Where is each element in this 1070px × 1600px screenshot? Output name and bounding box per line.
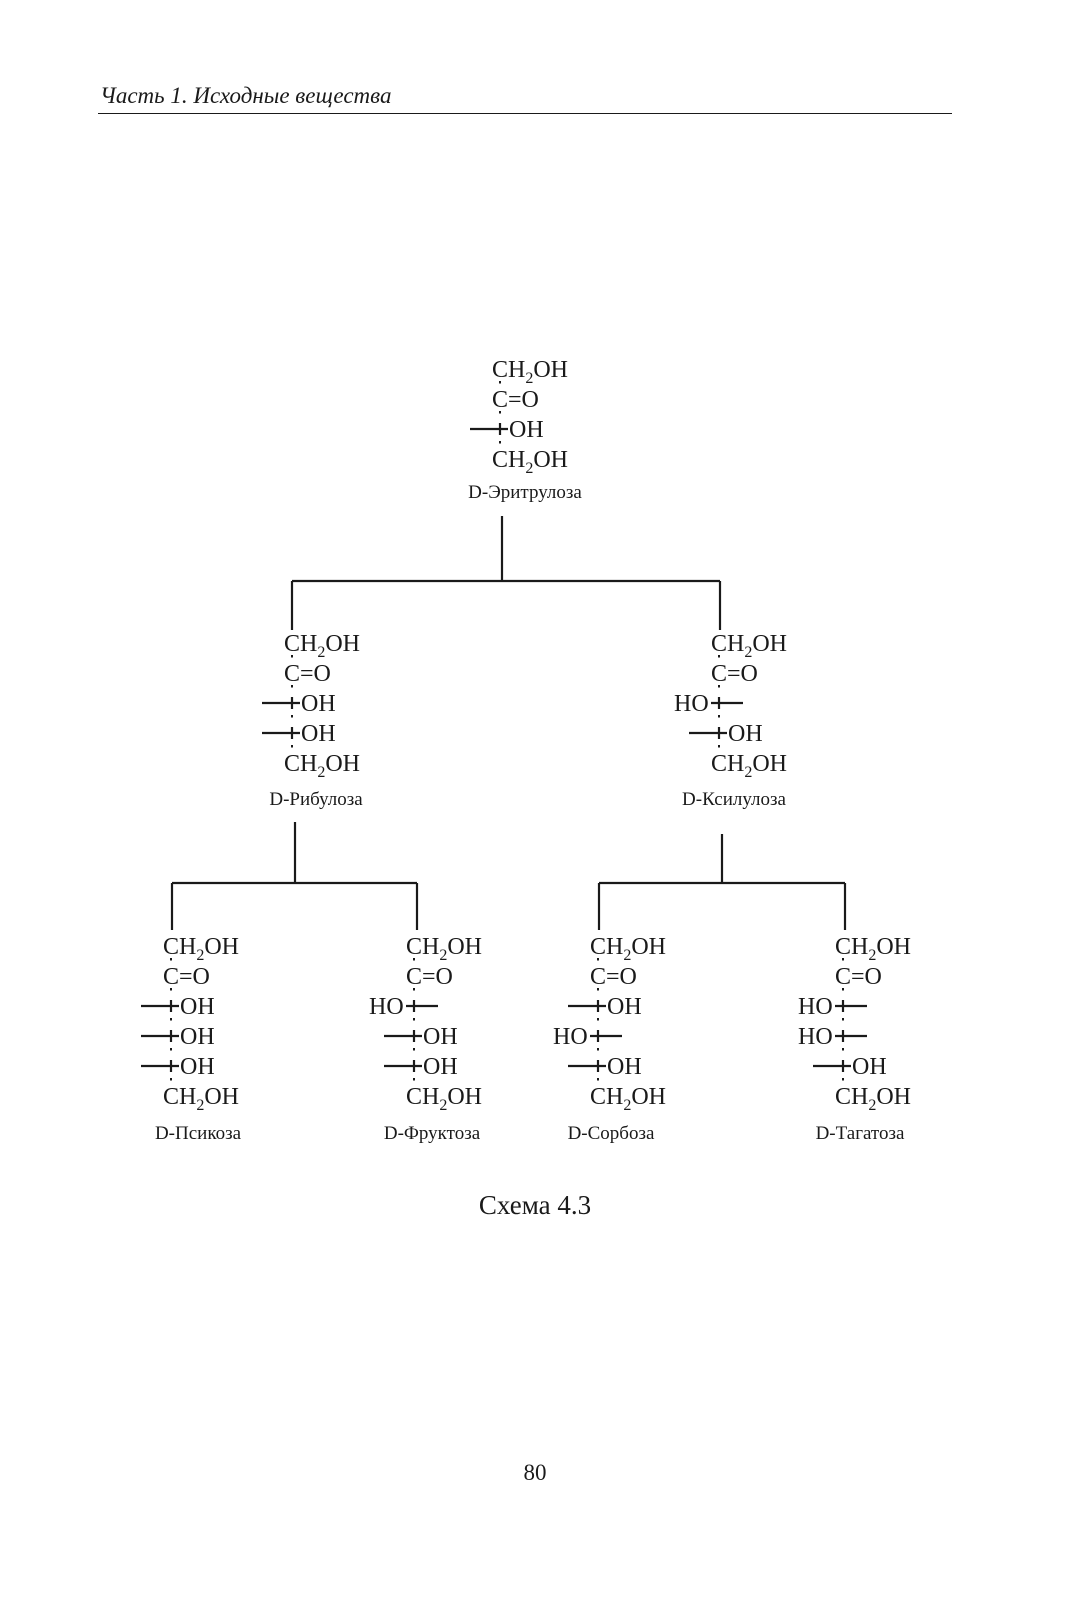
compound-name: D-Сорбоза <box>568 1123 655 1144</box>
hydroxyl-left: HO <box>798 1024 833 1050</box>
running-header: Часть 1. Исходные вещества <box>100 83 392 108</box>
molecules: CH2OHC=OOHCH2OHD-ЭритрулозаCH2OHC=OOHOHC… <box>141 357 911 1144</box>
stereocenter: OH <box>568 994 642 1020</box>
stereocenter: OH <box>262 691 336 717</box>
stereocenter: HO <box>553 1024 622 1050</box>
top-ch2oh: CH2OH <box>835 934 911 964</box>
stereocenter: OH <box>141 1054 215 1080</box>
carbonyl-group: C=O <box>835 964 882 990</box>
bottom-ch2oh: CH2OH <box>284 751 360 781</box>
header-rule <box>98 113 952 114</box>
tree-branch <box>170 822 419 930</box>
stereocenter: OH <box>262 721 336 747</box>
top-ch2oh: CH2OH <box>711 631 787 661</box>
stereocenter: OH <box>470 417 544 443</box>
hydroxyl-right: OH <box>180 1054 215 1080</box>
carbonyl-group: C=O <box>711 661 758 687</box>
carbonyl-group: C=O <box>284 661 331 687</box>
stereocenter: HO <box>798 1024 867 1050</box>
bottom-ch2oh: CH2OH <box>492 447 568 477</box>
compound-name: D-Ксилулоза <box>682 789 786 810</box>
top-ch2oh: CH2OH <box>590 934 666 964</box>
page-number: 80 <box>523 1460 547 1485</box>
carbonyl-group: C=O <box>492 387 539 413</box>
top-ch2oh: CH2OH <box>163 934 239 964</box>
compound-name: D-Фруктоза <box>384 1123 481 1144</box>
bottom-ch2oh: CH2OH <box>835 1084 911 1114</box>
carbonyl-group: C=O <box>590 964 637 990</box>
stereocenter: OH <box>141 994 215 1020</box>
bottom-ch2oh: CH2OH <box>711 751 787 781</box>
hydroxyl-right: OH <box>180 1024 215 1050</box>
top-ch2oh: CH2OH <box>492 357 568 387</box>
stereocenter: OH <box>689 721 763 747</box>
stereocenter: OH <box>141 1024 215 1050</box>
top-ch2oh: CH2OH <box>284 631 360 661</box>
tree-connectors <box>170 516 847 930</box>
tree-branch <box>290 516 722 630</box>
tree-branch <box>597 834 847 930</box>
compound-name: D-Тагатоза <box>816 1123 905 1144</box>
stereocenter: OH <box>384 1024 458 1050</box>
hydroxyl-right: OH <box>509 417 544 443</box>
stereocenter: HO <box>798 994 867 1020</box>
hydroxyl-right: OH <box>607 994 642 1020</box>
hydroxyl-right: OH <box>180 994 215 1020</box>
hydroxyl-right: OH <box>852 1054 887 1080</box>
scheme-caption: Схема 4.3 <box>478 1190 592 1220</box>
hydroxyl-right: OH <box>423 1024 458 1050</box>
bottom-ch2oh: CH2OH <box>163 1084 239 1114</box>
hydroxyl-left: HO <box>369 994 404 1020</box>
hydroxyl-right: OH <box>301 721 336 747</box>
carbonyl-group: C=O <box>406 964 453 990</box>
carbonyl-group: C=O <box>163 964 210 990</box>
compound-name: D-Эритрулоза <box>468 482 582 503</box>
compound-name: D-Псикоза <box>155 1123 242 1144</box>
hydroxyl-right: OH <box>728 721 763 747</box>
hydroxyl-left: HO <box>798 994 833 1020</box>
hydroxyl-left: HO <box>674 691 709 717</box>
bottom-ch2oh: CH2OH <box>406 1084 482 1114</box>
stereocenter: HO <box>674 691 743 717</box>
stereocenter: OH <box>813 1054 887 1080</box>
top-ch2oh: CH2OH <box>406 934 482 964</box>
stereocenter: OH <box>384 1054 458 1080</box>
hydroxyl-left: HO <box>553 1024 588 1050</box>
compound-name: D-Рибулоза <box>269 789 363 810</box>
bottom-ch2oh: CH2OH <box>590 1084 666 1114</box>
hydroxyl-right: OH <box>423 1054 458 1080</box>
hydroxyl-right: OH <box>301 691 336 717</box>
hydroxyl-right: OH <box>607 1054 642 1080</box>
stereocenter: OH <box>568 1054 642 1080</box>
stereocenter: HO <box>369 994 438 1020</box>
